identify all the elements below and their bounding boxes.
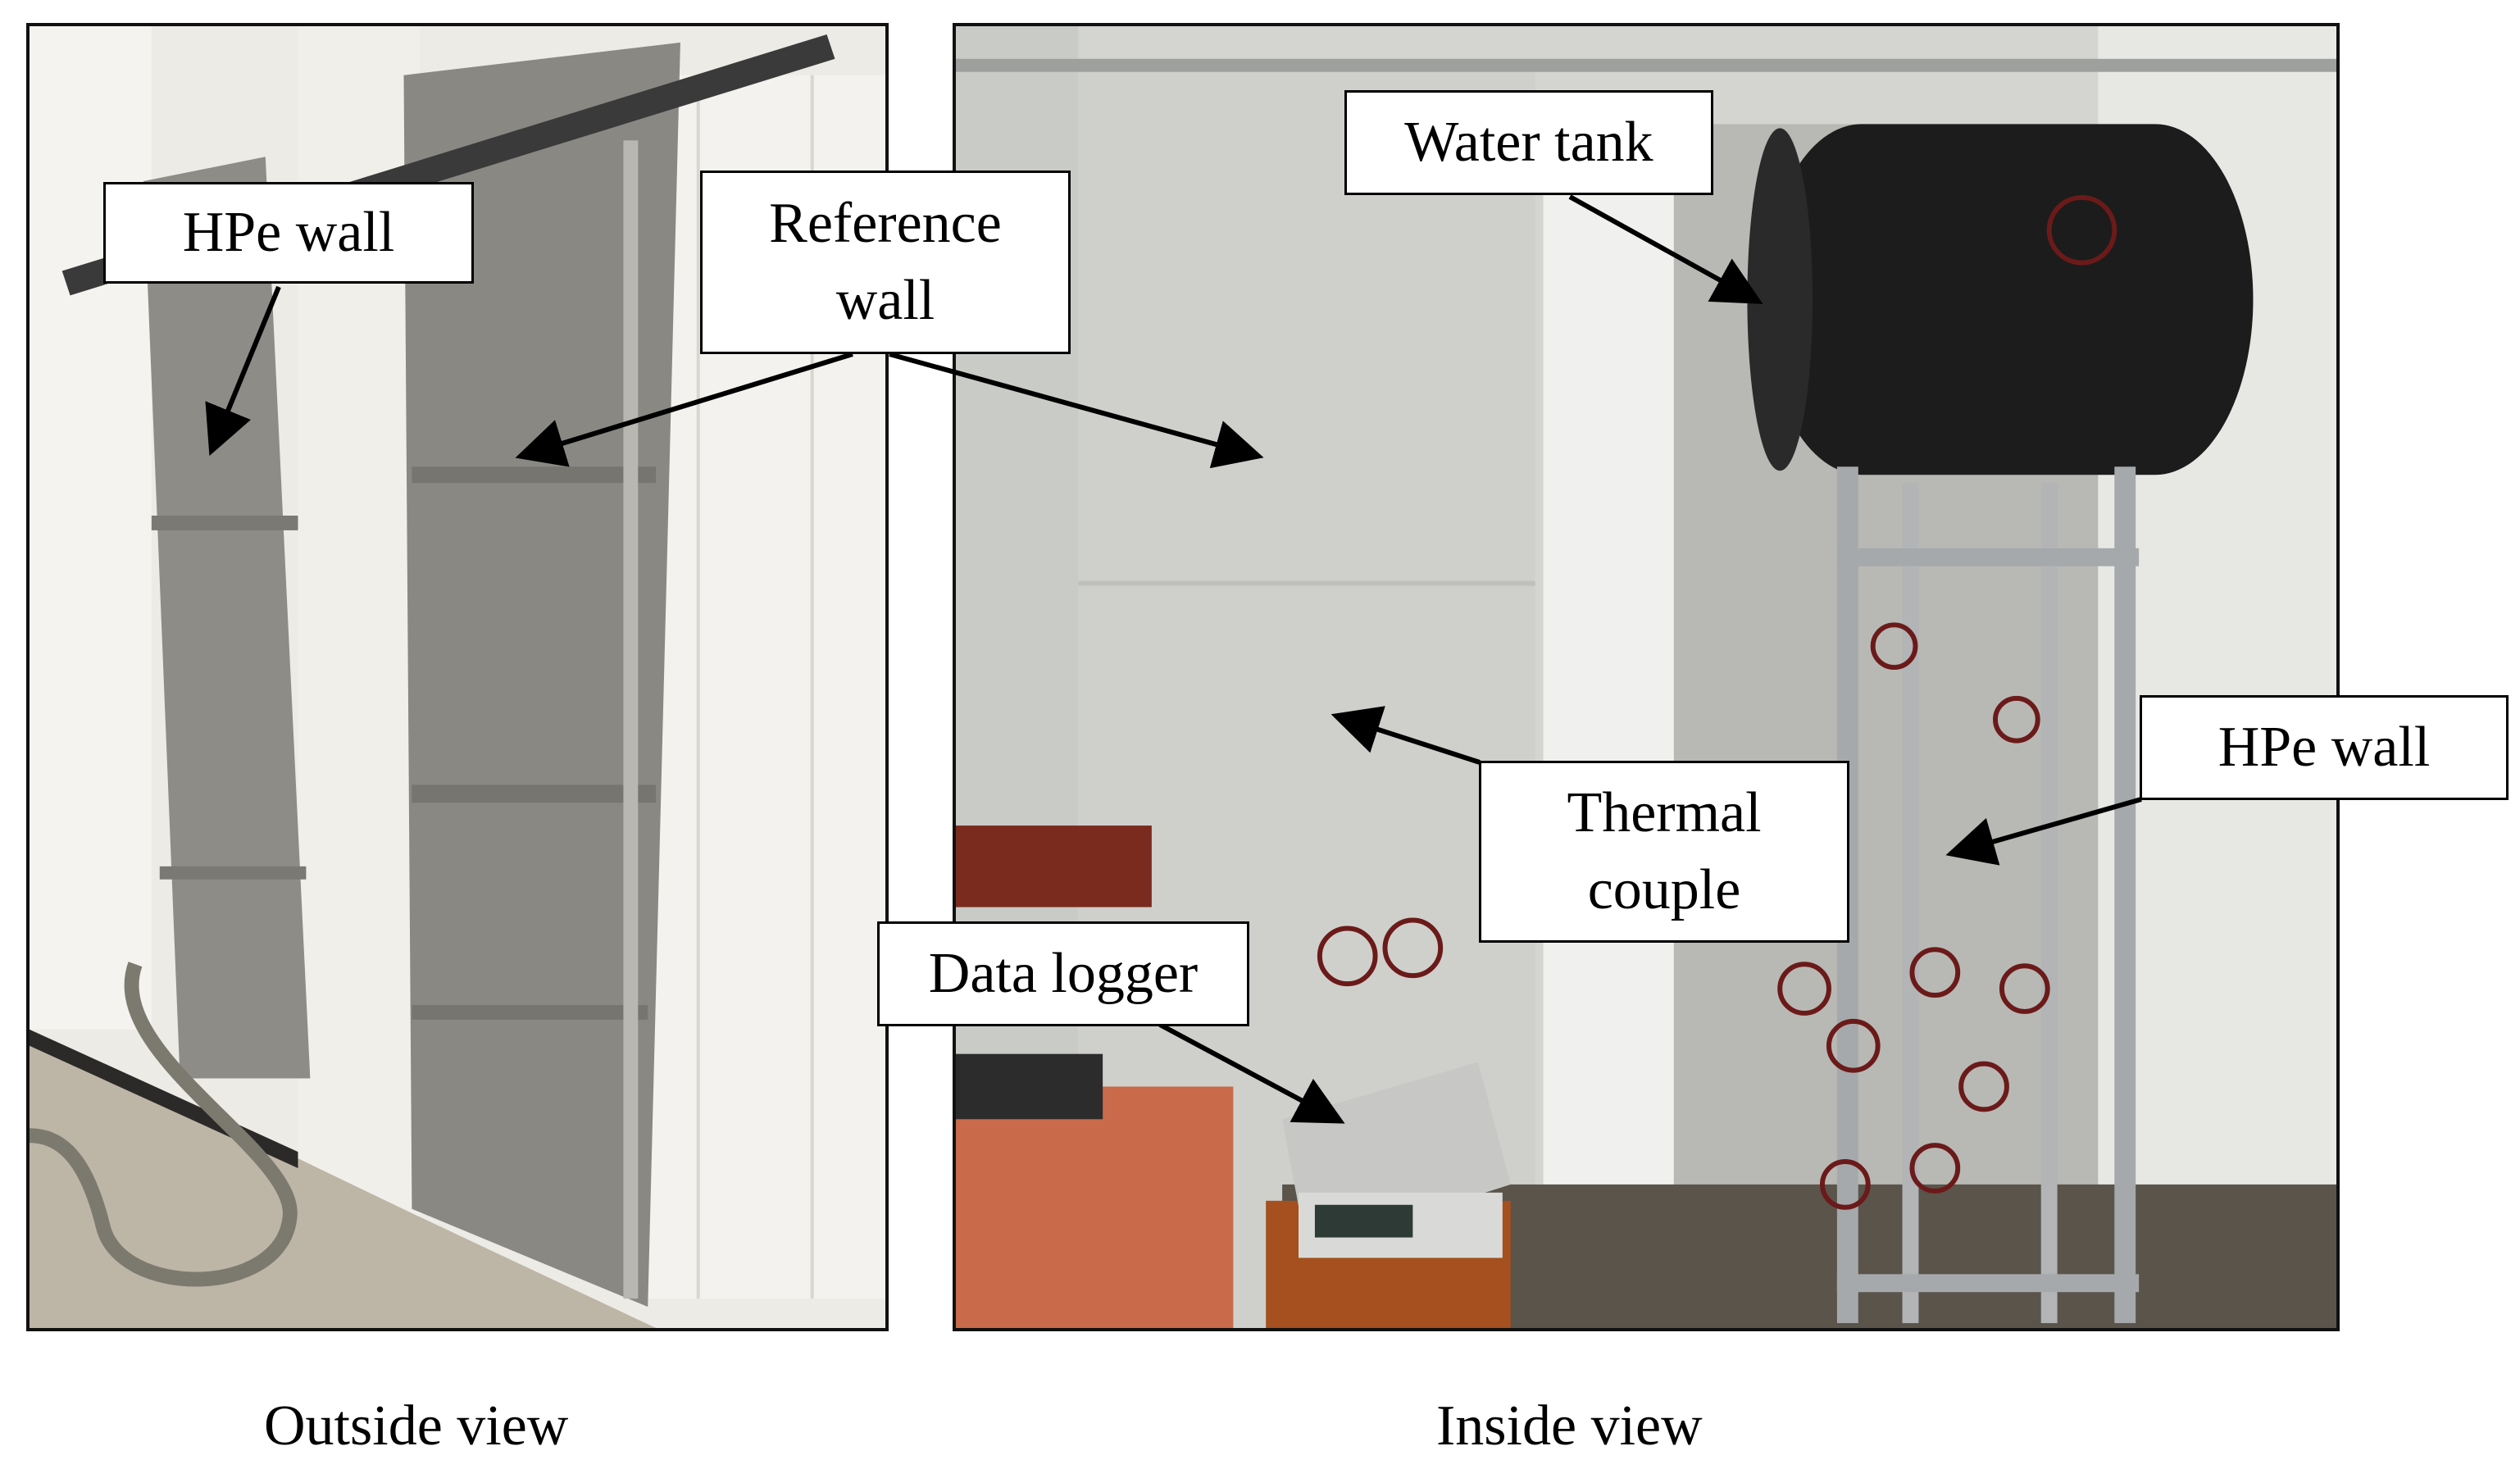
callout-water-tank: Water tank: [1344, 90, 1713, 195]
callout-inside-hpe-wall-label: HPe wall: [2218, 716, 2431, 779]
inside-view-illustration: [956, 26, 2336, 1328]
callout-data-logger-label: Data logger: [928, 942, 1199, 1005]
callout-thermal-couple-label: Thermal couple: [1567, 781, 1762, 921]
callout-inside-hpe-wall: HPe wall: [2140, 695, 2509, 800]
callout-reference-wall-label: Reference wall: [769, 192, 1002, 332]
callout-reference-wall: Reference wall: [700, 171, 1071, 354]
callout-thermal-couple: Thermal couple: [1479, 761, 1849, 943]
caption-outside-view: Outside view: [264, 1394, 569, 1458]
inside-view-photo: [953, 23, 2340, 1331]
caption-inside-view: Inside view: [1436, 1394, 1703, 1458]
callout-data-logger: Data logger: [877, 921, 1249, 1026]
callout-water-tank-label: Water tank: [1404, 111, 1653, 174]
callout-outside-hpe-wall-label: HPe wall: [182, 201, 395, 264]
callout-outside-hpe-wall: HPe wall: [103, 182, 474, 284]
